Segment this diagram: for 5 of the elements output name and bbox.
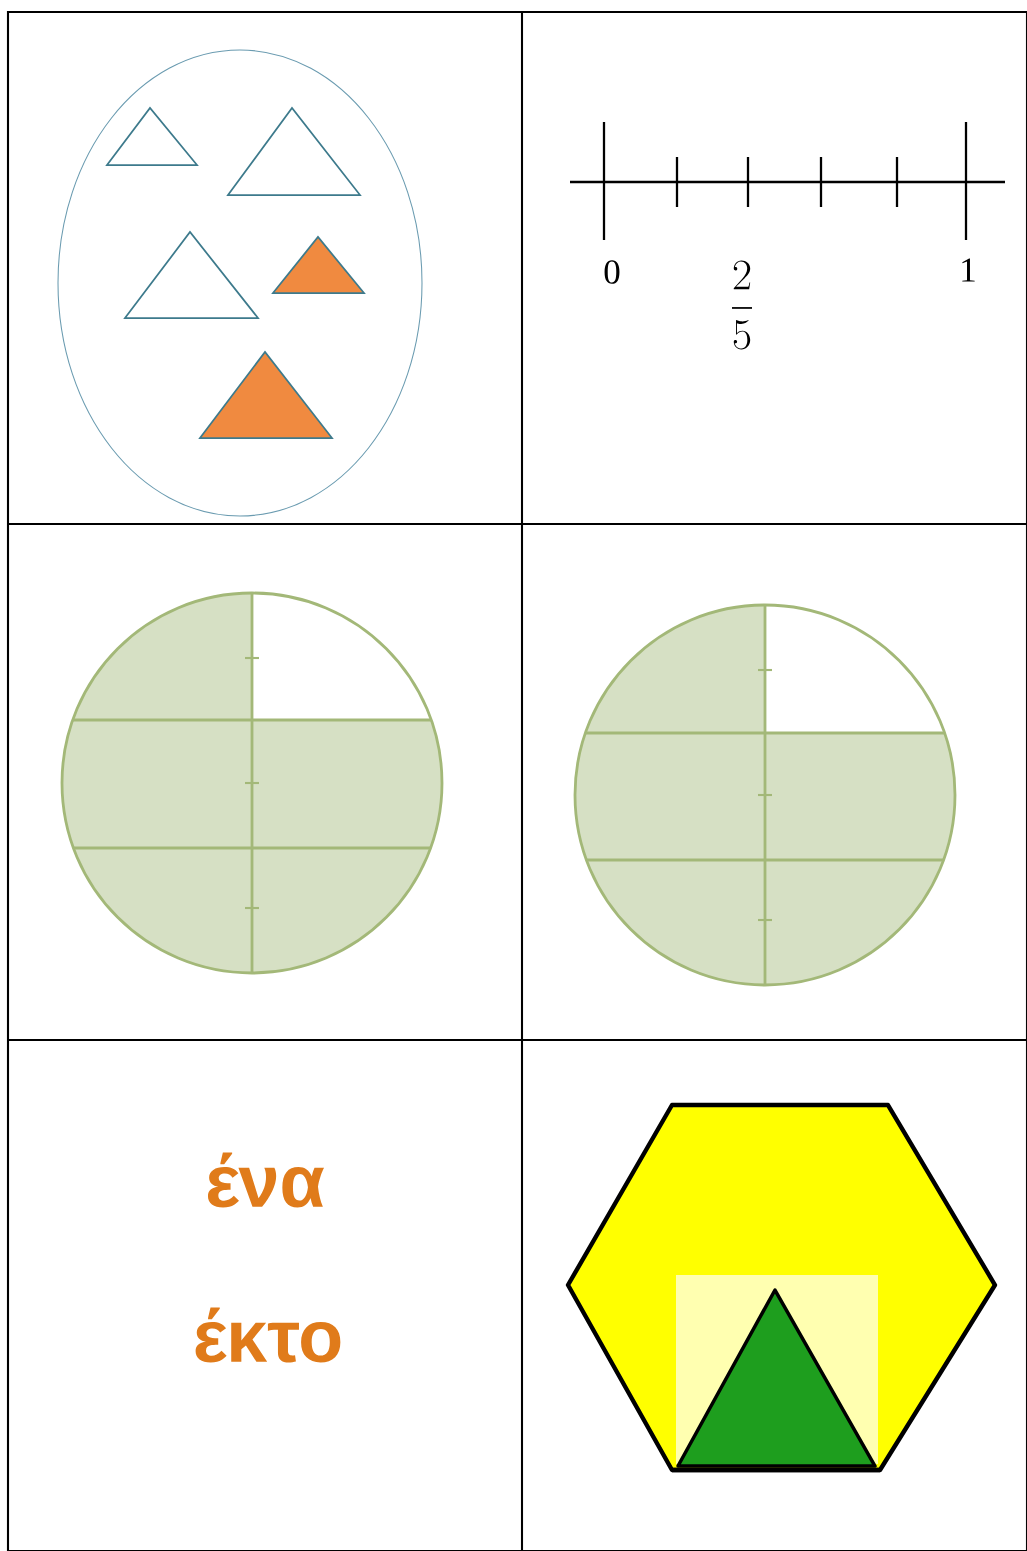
number-label: 1 <box>962 258 975 282</box>
number-label: 0 <box>604 260 620 284</box>
fraction-label: $\frac{2}{5}$ <box>732 260 752 350</box>
word-label: έκτο <box>195 1307 341 1363</box>
word-label: ένα <box>207 1152 325 1208</box>
